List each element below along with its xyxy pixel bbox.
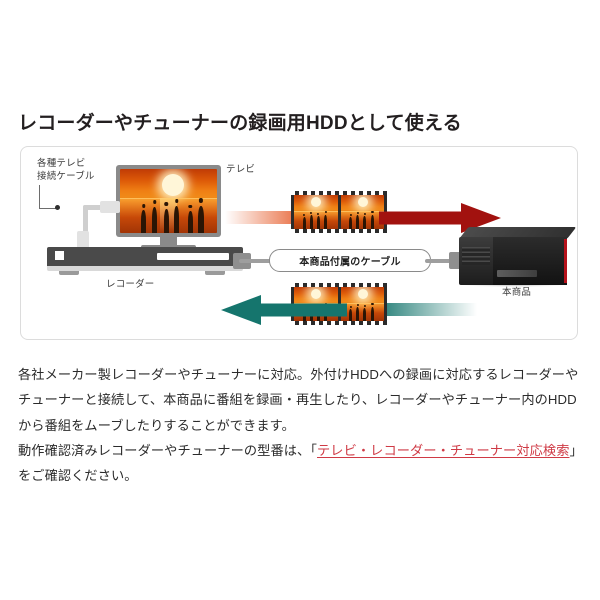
recorder-disc-slot: [157, 253, 229, 260]
leader-line-vertical: [39, 185, 40, 209]
leader-line-dot: [55, 205, 60, 210]
recorder-foot-left: [59, 271, 79, 275]
label-product: 本商品: [502, 287, 532, 298]
leader-line-horizontal: [39, 208, 57, 209]
included-cable-callout: 本商品付属のケーブル: [269, 249, 431, 272]
description-text: 各社メーカー製レコーダーやチューナーに対応。外付けHDDへの録画に対応するレコー…: [18, 362, 582, 489]
film-frame: [294, 195, 338, 229]
film-sprockets-bottom: [291, 229, 387, 233]
description-paragraph-1: 各社メーカー製レコーダーやチューナーに対応。外付けHDDへの録画に対応するレコー…: [18, 367, 579, 433]
sunset-beach-scene: [120, 169, 217, 233]
arrow-move-to-recorder: [221, 295, 347, 325]
label-television: テレビ: [226, 164, 256, 175]
description-paragraph-2-post: 」をご確認ください。: [18, 443, 577, 484]
label-recorder: レコーダー: [106, 279, 155, 290]
hdd-side-face: [493, 237, 567, 285]
recorder-base: [47, 266, 243, 271]
hdd-shadow: [461, 283, 565, 287]
film-sprockets-top: [291, 191, 387, 195]
film-frame: [340, 195, 384, 229]
tv-screen: [120, 169, 217, 233]
television-illustration: [116, 165, 221, 250]
page-title: レコーダーやチューナーの録画用HDDとして使える: [18, 113, 462, 134]
label-tv-connection-cable-line1: 各種テレビ: [37, 158, 86, 169]
move-flow-tail: [381, 303, 477, 316]
recorder-foot-right: [205, 271, 225, 275]
description-paragraph-2-pre: 動作確認済みレコーダーやチューナーの型番は、「: [18, 443, 318, 459]
hdd-vent-ridges: [462, 247, 490, 265]
buffalo-logo: [497, 270, 537, 277]
record-flow-tail: [225, 211, 295, 224]
included-cable-callout-label: 本商品付属のケーブル: [299, 257, 401, 268]
description-paragraph-2: 動作確認済みレコーダーやチューナーの型番は、「テレビ・レコーダー・チューナー対応…: [18, 438, 582, 489]
recorder-body: [47, 247, 243, 266]
tv-recorder-tuner-search-link[interactable]: テレビ・レコーダー・チューナー対応検索: [317, 443, 570, 459]
film-sprockets-top: [291, 283, 387, 287]
tv-stand-neck: [160, 237, 177, 245]
people-silhouettes: [120, 196, 217, 233]
recorder-illustration: [47, 247, 243, 275]
film-strip-record: [291, 191, 387, 233]
hdd-accent-stripe: [564, 239, 567, 283]
sun-icon: [161, 174, 184, 197]
included-cable-segment-right: [425, 259, 453, 263]
connection-diagram: 各種テレビ 接続ケーブル: [20, 146, 578, 340]
included-cable-segment-left: [239, 259, 273, 263]
tv-cable-vertical: [83, 205, 88, 243]
label-tv-connection-cable: 各種テレビ 接続ケーブル: [37, 158, 95, 184]
film-frame: [340, 287, 384, 321]
film-sprockets-bottom: [291, 321, 387, 325]
external-hdd-illustration: [459, 227, 577, 287]
label-tv-connection-cable-line2: 接続ケーブル: [37, 170, 95, 182]
recorder-cable-plug: [77, 231, 89, 251]
recorder-power-button: [55, 251, 64, 260]
tv-cable-plug: [100, 201, 120, 213]
